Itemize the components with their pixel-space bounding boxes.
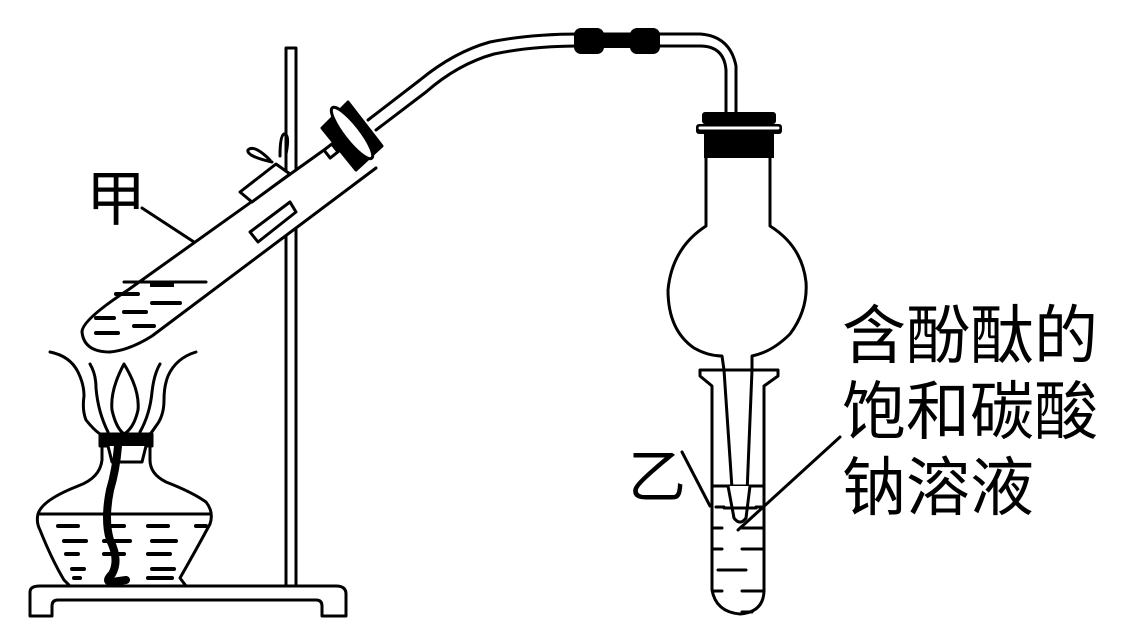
iron-stand bbox=[28, 46, 348, 618]
stand-rod bbox=[284, 46, 298, 594]
label-yi: 乙 bbox=[628, 443, 687, 511]
label-solution-line-1: 含酚酞的 bbox=[842, 300, 1098, 374]
label-jia: 甲 bbox=[86, 165, 146, 235]
test-tube-jia bbox=[80, 128, 378, 354]
label-solution: 含酚酞的 饱和碳酸 钠溶液 bbox=[842, 300, 1098, 528]
clamp-upper bbox=[238, 162, 292, 204]
leader-solution bbox=[736, 435, 842, 532]
clamp-lower bbox=[248, 200, 298, 244]
bulb-stopper bbox=[696, 112, 782, 158]
bulb-tube bbox=[666, 112, 808, 524]
flame bbox=[48, 350, 198, 436]
clamp-loop-left bbox=[246, 146, 274, 164]
clamp-loop-right bbox=[278, 132, 290, 158]
rubber-connector bbox=[574, 28, 660, 54]
leader-jia bbox=[140, 206, 196, 244]
stand-base bbox=[28, 584, 348, 618]
label-solution-line-2: 饱和碳酸 bbox=[842, 376, 1098, 450]
rubber-stopper bbox=[320, 100, 384, 172]
label-solution-line-3: 钠溶液 bbox=[842, 452, 1034, 526]
delivery-tube bbox=[366, 28, 738, 132]
alcohol-lamp bbox=[35, 350, 213, 588]
leader-yi bbox=[680, 450, 712, 508]
